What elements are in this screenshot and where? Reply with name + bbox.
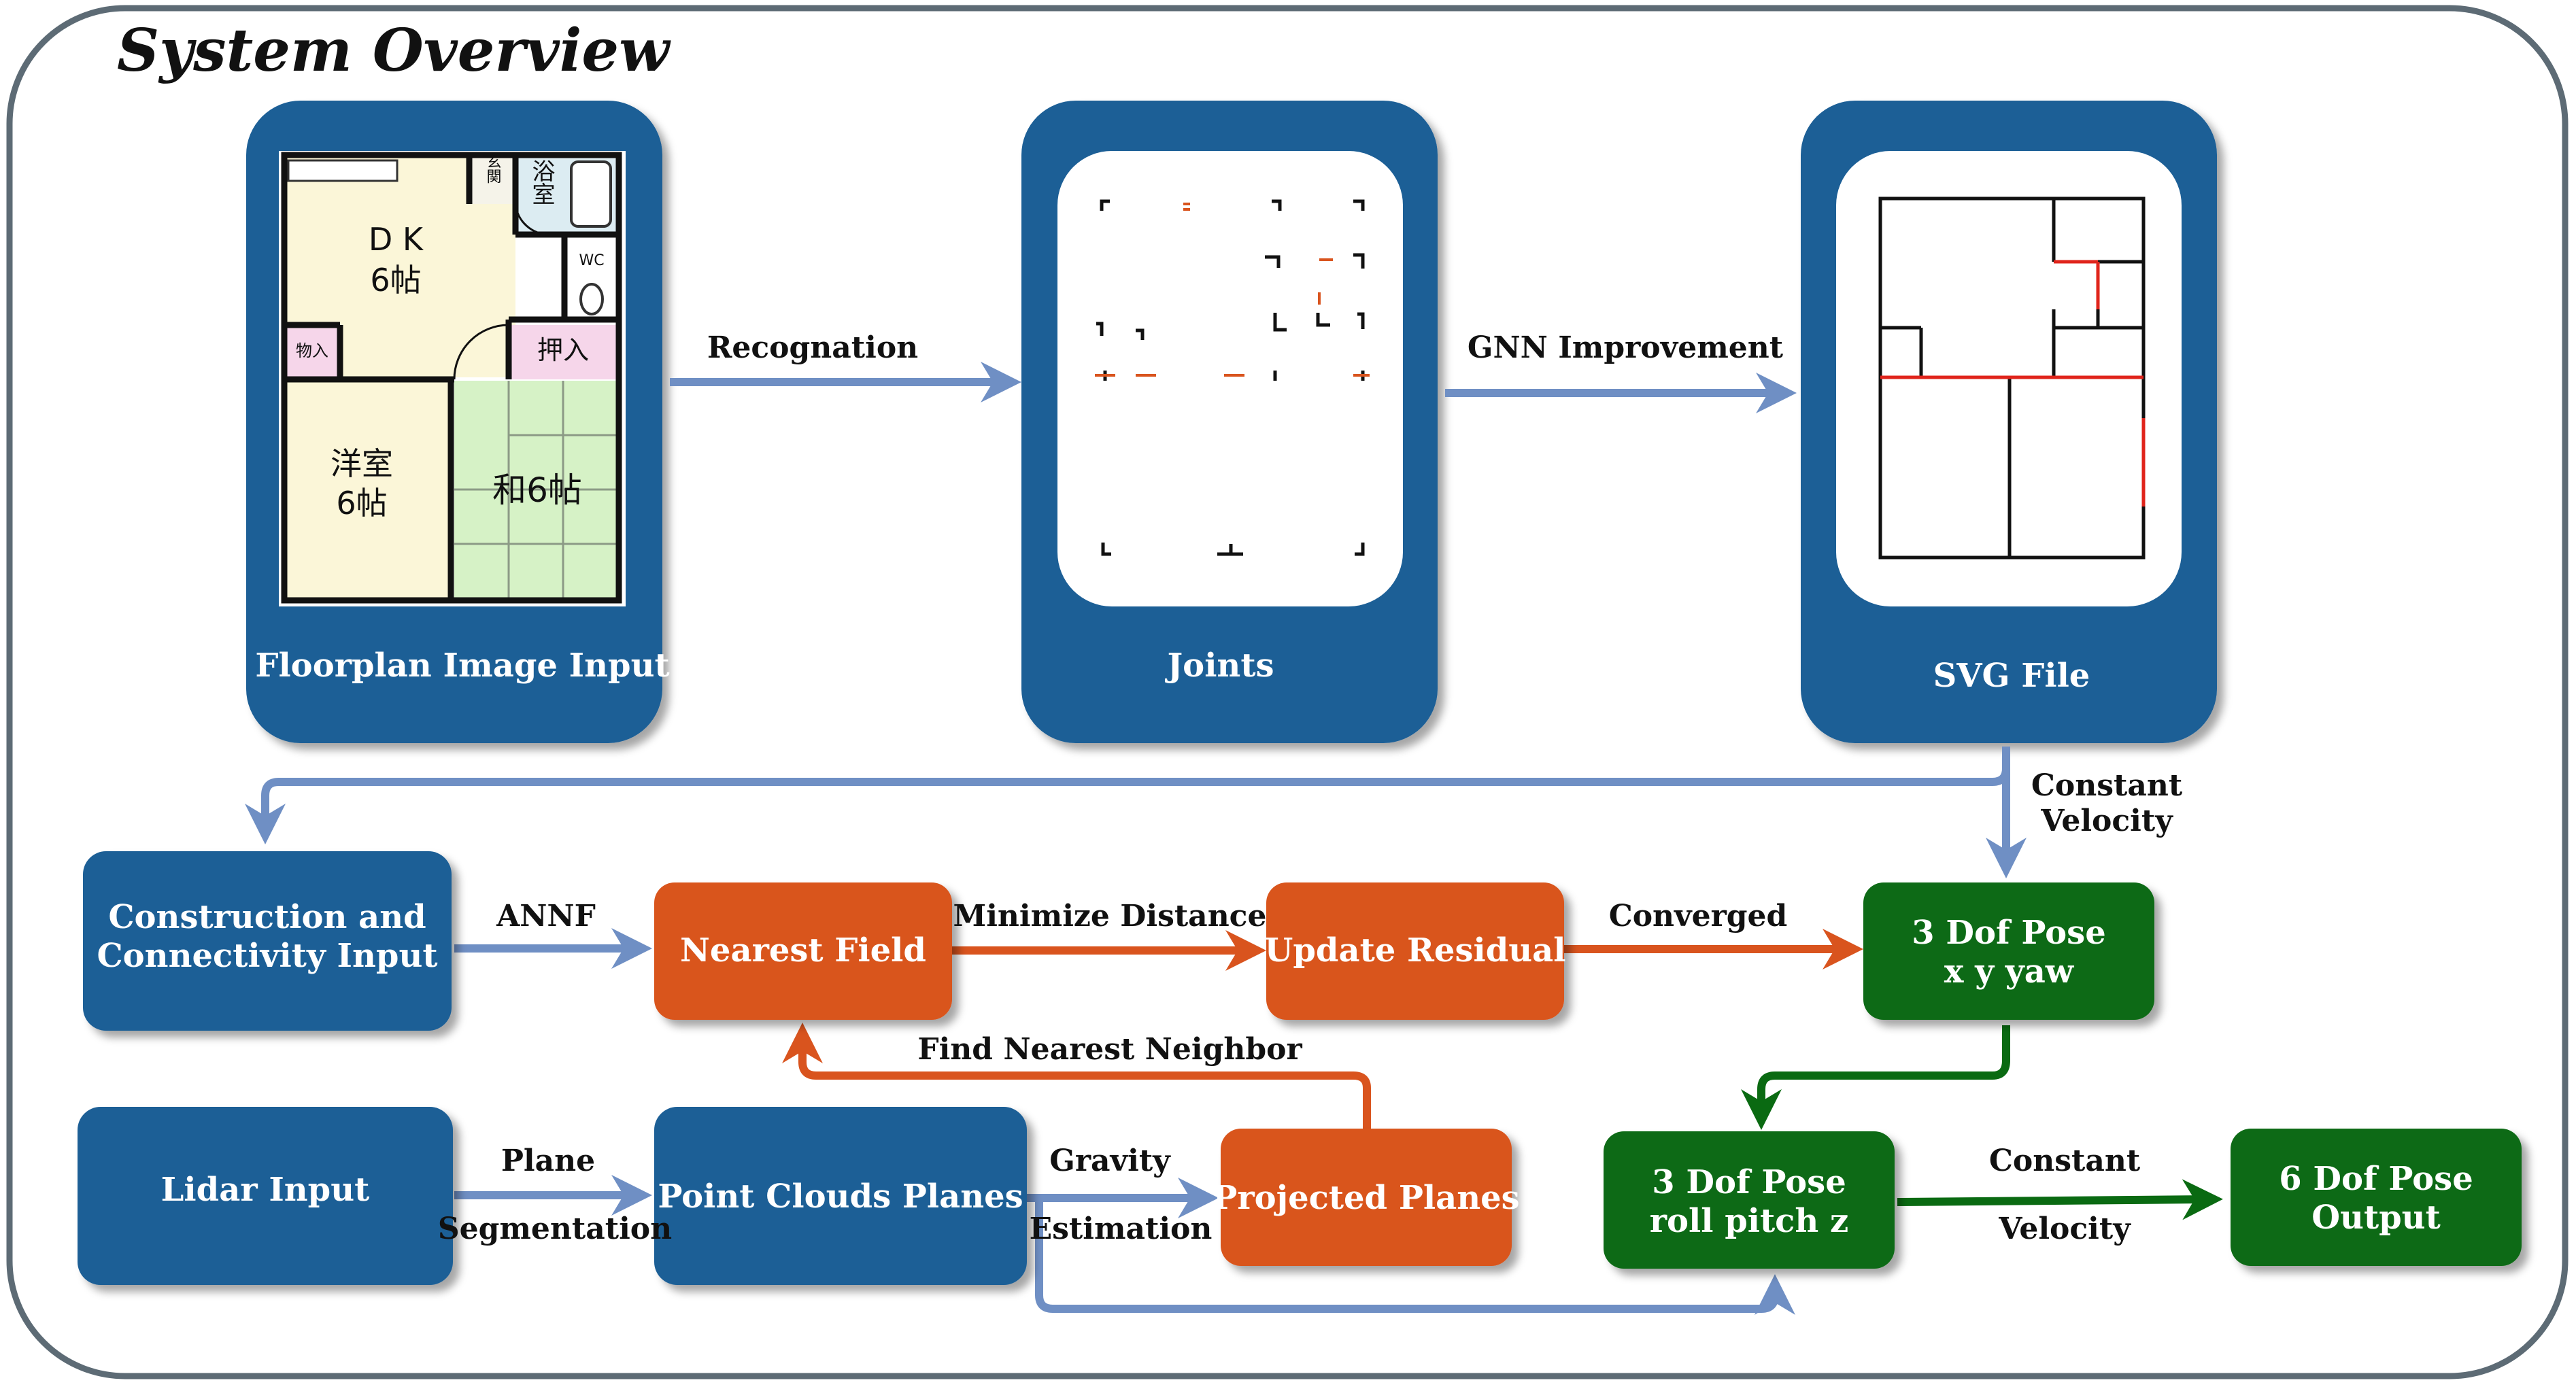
room-wc: WC [579,252,604,269]
box-update-residual-label: Update Residual [1265,931,1566,970]
label-const-vel-2-line2: Velocity [1998,1212,2131,1246]
room-bath: 浴室 [528,159,555,205]
diagram-title: System Overview [117,16,670,85]
box-pose6: 6 Dof Pose Output [2231,1129,2522,1266]
box-construction-line2: Connectivity Input [97,937,437,975]
label-find-nn: Find Nearest Neighbor [917,1032,1302,1067]
box-lidar-label: Lidar Input [161,1171,370,1209]
box-pose6-line2: Output [2311,1199,2441,1237]
floorplan-panel-label: Floorplan Image Input [255,647,669,685]
box-pose3-xy-line1: 3 Dof Pose [1912,914,2106,952]
room-entry: 玄関 [484,154,501,184]
room-dk: D K [369,221,424,258]
label-minimize: Minimize Distance [953,899,1267,933]
box-nearest-field: Nearest Field [654,882,952,1020]
arrow-pose3xy-to-pose3rpz [1741,1025,2010,1130]
box-update-residual: Update Residual [1265,882,1566,1020]
room-western-size: 6帖 [336,485,387,521]
box-nearest-field-label: Nearest Field [680,931,926,970]
label-converged: Converged [1609,899,1788,933]
box-pose3-rpz: 3 Dof Pose roll pitch z [1604,1131,1895,1269]
box-pose3-xy: 3 Dof Pose x y yaw [1863,882,2154,1020]
label-recognition: Recognation [707,330,918,365]
box-construction-line1: Construction and [108,898,426,936]
floorplan-panel: D K 6帖 浴室 玄関 WC 物入 押入 洋室 6帖 和6帖 Floorpla… [246,101,670,743]
box-point-clouds-label: Point Clouds Planes [658,1178,1023,1216]
label-gravity-line1: Gravity [1049,1144,1171,1178]
box-projected: Projected Planes [1213,1129,1520,1266]
label-plane-seg-line1: Plane [501,1144,595,1178]
room-dk-size: 6帖 [370,262,421,298]
edge-labels: Recognation GNN Improvement Constant Vel… [438,330,2183,1246]
arrows [245,362,2223,1315]
label-gnn: GNN Improvement [1468,330,1784,365]
svg-floorplan-lines [1878,196,2146,560]
label-gravity-line2: Estimation [1030,1212,1213,1246]
room-japanese: 和6帖 [492,470,582,510]
label-const-vel-2-line1: Constant [1989,1144,2141,1178]
arrow-pointclouds-to-pose3rpz [1035,1198,1795,1315]
arrow-find-nn [782,1023,1371,1129]
label-plane-seg-line2: Segmentation [438,1212,672,1246]
arrow-const-vel-2 [1897,1179,2223,1220]
box-pose3-rpz-line2: roll pitch z [1650,1202,1849,1240]
svg-panel: SVG File [1801,101,2217,743]
floorplan-image: D K 6帖 浴室 玄関 WC 物入 押入 洋室 6帖 和6帖 [279,151,626,606]
box-pose6-line1: 6 Dof Pose [2279,1160,2473,1198]
box-pose3-rpz-line1: 3 Dof Pose [1652,1163,1846,1201]
joints-panel-label: Joints [1164,647,1274,685]
box-projected-label: Projected Planes [1213,1179,1519,1217]
box-lidar: Lidar Input [78,1107,453,1285]
box-pose3-xy-line2: x y yaw [1944,953,2075,991]
room-western: 洋室 [331,445,393,482]
label-const-vel-1-line1: Constant [2031,768,2183,803]
label-const-vel-1-line2: Velocity [2040,804,2173,838]
box-point-clouds: Point Clouds Planes [654,1107,1027,1285]
room-closet: 押入 [537,335,589,365]
joints-panel: Joints [1021,101,1438,743]
room-closet-small: 物入 [296,341,328,360]
box-construction: Construction and Connectivity Input [83,851,452,1031]
svg-panel-label: SVG File [1933,657,2090,695]
label-annf: ANNF [496,899,596,933]
